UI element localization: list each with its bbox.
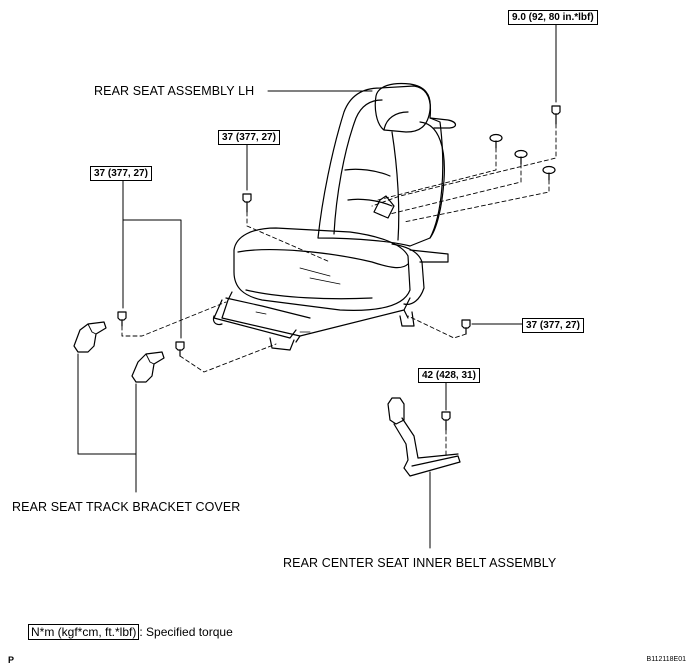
assembly-dashed-lines xyxy=(121,123,557,457)
torque-spec-right-middle: 37 (377, 27) xyxy=(522,318,584,333)
torque-spec-top-middle: 37 (377, 27) xyxy=(218,130,280,145)
clip-icon xyxy=(542,165,556,181)
seat-icon xyxy=(212,82,457,351)
torque-spec-left: 37 (377, 27) xyxy=(90,166,152,181)
bolt-icon xyxy=(441,411,451,431)
legend-units-box: N*m (kgf*cm, ft.*lbf) xyxy=(28,624,140,640)
seat-assembly-label: REAR SEAT ASSEMBLY LH xyxy=(94,84,255,98)
belt-buckle-icon xyxy=(387,397,461,477)
clip-icon xyxy=(489,133,503,149)
leader-lines xyxy=(77,23,557,549)
track-bracket-cover-label: REAR SEAT TRACK BRACKET COVER xyxy=(12,500,241,514)
figure-code: B112118E01 xyxy=(646,656,686,663)
bolt-icon xyxy=(175,341,185,357)
torque-spec-top-right: 9.0 (92, 80 in.*lbf) xyxy=(508,10,598,25)
bracket-cover-icon xyxy=(73,321,107,353)
legend-meaning: : Specified torque xyxy=(139,625,233,639)
page-code: P xyxy=(8,655,15,665)
torque-spec-belt: 42 (428, 31) xyxy=(418,368,480,383)
clip-icon xyxy=(514,149,528,165)
inner-belt-label: REAR CENTER SEAT INNER BELT ASSEMBLY xyxy=(283,556,557,570)
torque-legend: N*m (kgf*cm, ft.*lbf): Specified torque xyxy=(28,624,233,640)
bolt-icon xyxy=(551,105,561,125)
bolt-icon xyxy=(117,311,127,327)
bolt-icon xyxy=(242,193,252,213)
bolt-icon xyxy=(461,319,471,335)
bracket-cover-icon xyxy=(131,351,165,383)
